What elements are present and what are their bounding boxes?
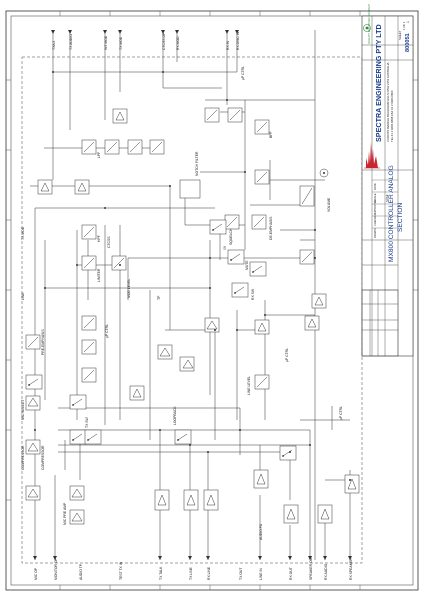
- signal-top-6: RX IN: [226, 40, 230, 50]
- block-labels: COMPRESSOR PRE-EMPHASIS DE-EMPHASIS LIMI…: [21, 131, 331, 540]
- label-hpf: HPF: [97, 235, 101, 242]
- amplifier-icons: [27, 111, 357, 522]
- label-mic-pre: MIC PRE AMP: [63, 502, 67, 525]
- label-mute: MUTE: [245, 260, 249, 270]
- signal-bottom-6: RX LINE: [207, 566, 211, 580]
- connector-arrows: [33, 30, 352, 560]
- cert-text: QUALITY ENDORSED COMPANY: [367, 4, 371, 44]
- annot-up-ctrl-3: µP CTRL: [285, 348, 289, 362]
- signal-top-1: TX AUDIO: [69, 34, 73, 50]
- signal-bottom-9: RX OUT: [289, 567, 293, 580]
- signal-bottom-3: TEST TX IN: [119, 561, 123, 580]
- row-date: DATE: [373, 183, 377, 190]
- label-bpf: BPF: [269, 131, 273, 138]
- drawing-subtitle: SECTION: [397, 202, 404, 232]
- signal-left-2: COMPRESSOR: [21, 445, 25, 470]
- signal-top-2: INT MOD: [104, 35, 108, 50]
- sheet-of: 1: [406, 21, 410, 23]
- left-signal-labels: TX MOD LINE COMPRESSOR: [21, 226, 25, 470]
- signal-top-5: RX MOD: [176, 36, 180, 50]
- annot-up-ctrl-2: µP CTRL: [105, 324, 109, 338]
- label-mod-level: MOD LEVEL: [127, 278, 131, 298]
- quality-seal-icon: [363, 24, 371, 32]
- signal-bottom-2: AUDIO TP: [79, 563, 83, 580]
- bottom-signal-labels: MIC OP MONITOR OP AUDIO TP TEST TX IN TX…: [34, 556, 353, 580]
- annot-up-ctrl-1: µP CTRL: [241, 66, 245, 80]
- annot-up-ctrl-4: µP CTRL: [339, 406, 343, 420]
- switch-icons: [27, 223, 293, 458]
- annot-tp: TP: [157, 295, 161, 300]
- row-checked: CHECKED: [373, 213, 377, 226]
- revision-strip: [361, 289, 399, 357]
- signal-bottom-8: LINE IN: [259, 568, 263, 580]
- signal-bottom-10: SPEAKER OUT: [309, 556, 313, 580]
- blocks: [25, 107, 360, 525]
- drawing-title: MX800 CONTROLLER ANALOG: [388, 165, 395, 262]
- label-mic-select: MIC SELECT: [21, 400, 25, 420]
- label-audio-pa: AUDIO PA: [259, 523, 263, 540]
- signal-bottom-11: RX AUDIO: [324, 563, 328, 580]
- label-volume: VOLUME: [327, 197, 331, 212]
- label-tx-sw: TX SW: [85, 416, 89, 428]
- label-rx-sw: RX SW: [251, 288, 255, 300]
- label-loopback: LOOPBACK: [173, 406, 177, 425]
- top-signal-labels: TXA 2 TX AUDIO INT MOD TX MOD CTCSS OP R…: [52, 31, 240, 50]
- junction-dots: [34, 71, 351, 481]
- label-limiter: LIMITER: [97, 268, 101, 282]
- row-drawn: DRAWN: [373, 228, 377, 238]
- signal-top-0: TXA 2: [52, 41, 56, 50]
- company-address: 3 CROSS AVENUE BAULKHAM HILLS NSW 2153 A…: [386, 62, 390, 142]
- label-deemphasis: DE-EMPHASIS: [269, 216, 273, 240]
- signal-bottom-1: MONITOR OP: [54, 557, 58, 580]
- signal-top-4: CTCSS OP: [162, 32, 166, 50]
- wiring: [30, 30, 351, 560]
- sheet-label: SHEET: [398, 30, 402, 40]
- outer-border: [5, 10, 419, 591]
- filter-slashes: [27, 109, 313, 388]
- rf-sense-icon: [319, 168, 329, 178]
- signal-bottom-12: RX SPEAKER: [349, 558, 353, 580]
- label-ctcss: CTCSS: [107, 236, 111, 248]
- row-scale-value: NONE: [385, 194, 389, 202]
- company-contact: TEL 61 2 9686 8888 FAX 61 2 9686 8800: [390, 90, 394, 142]
- row-scale: SCALE: [373, 193, 377, 202]
- signal-bottom-4: TX TALK: [159, 566, 163, 580]
- title-block: SPECTRA ENGINEERING PTY LTD 3 CROSS AVEN…: [361, 4, 414, 357]
- signal-top-7: RX DISC IN: [236, 31, 240, 50]
- label-line-level: LINE LEVEL: [247, 376, 251, 395]
- sheet-value: 1 OF 1: [402, 21, 406, 30]
- signal-left-0: TX MOD: [21, 226, 25, 240]
- row-approved: APPROVED: [373, 199, 377, 214]
- signal-left-1: LINE: [21, 292, 25, 300]
- annot-gnd: 0V: [223, 245, 227, 250]
- company-name: SPECTRA ENGINEERING PTY LTD: [374, 24, 383, 142]
- spectra-logo-icon: [364, 142, 380, 169]
- label-preemphasis: PRE-EMPHASIS: [41, 329, 45, 355]
- drawing-number: 800051: [405, 33, 411, 52]
- label-squelch: SQUELCH: [229, 228, 233, 245]
- zone-ticks: [6, 11, 418, 590]
- signal-bottom-7: TX OUT: [239, 568, 243, 580]
- signal-bottom-0: MIC OP: [34, 567, 38, 580]
- label-compressor: COMPRESSOR: [41, 445, 45, 470]
- annotations: µP CTRL µP CTRL µP CTRL µP CTRL TP 0V: [105, 66, 343, 420]
- label-notch: NOTCH FILTER: [195, 151, 199, 176]
- signal-top-3: TX MOD: [119, 36, 123, 50]
- signal-bottom-5: TX LINE: [189, 566, 193, 580]
- label-lpf: LPF: [97, 152, 101, 158]
